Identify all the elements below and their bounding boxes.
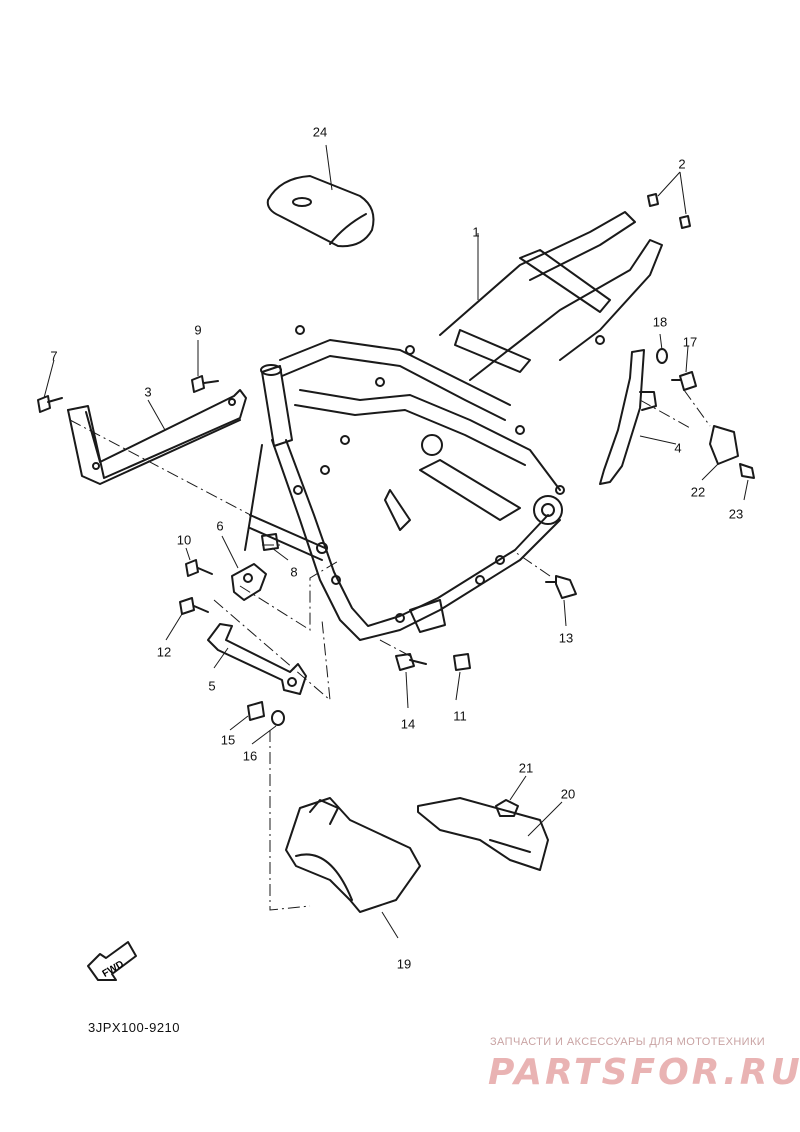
bolt-part-9 — [191, 375, 219, 393]
seat-pad-part-24 — [266, 175, 375, 248]
washer-part-16 — [271, 710, 285, 726]
label-2: 2 — [678, 156, 686, 172]
bolt-part-12 — [179, 597, 209, 615]
label-15: 15 — [220, 732, 236, 748]
watermark-logo: PARTSFOR.RU — [488, 1052, 800, 1093]
watermark-tagline: ЗАПЧАСТИ И АКСЕССУАРЫ ДЛЯ МОТОТЕХНИКИ — [490, 1036, 766, 1048]
label-5: 5 — [208, 678, 216, 694]
cover-part-19 — [285, 797, 421, 913]
plate-part-6 — [231, 563, 267, 601]
label-16: 16 — [242, 748, 258, 764]
label-10: 10 — [176, 532, 192, 548]
fwd-arrow-icon — [87, 941, 137, 981]
plate-part-20 — [417, 797, 549, 871]
bracket-part-22 — [709, 425, 739, 465]
label-19: 19 — [396, 956, 412, 972]
label-20: 20 — [560, 786, 576, 802]
label-7: 7 — [50, 348, 58, 364]
nut-part-11 — [453, 653, 471, 671]
label-23: 23 — [728, 506, 744, 522]
label-24: 24 — [312, 124, 328, 140]
main-frame-part-1 — [244, 211, 663, 641]
stay-part-4 — [599, 349, 657, 485]
damper-part-21 — [495, 799, 519, 817]
label-21: 21 — [518, 760, 534, 776]
bolt-part-13 — [545, 575, 577, 599]
label-6: 6 — [216, 518, 224, 534]
label-1: 1 — [472, 224, 480, 240]
label-4: 4 — [674, 440, 682, 456]
label-14: 14 — [400, 716, 416, 732]
label-8: 8 — [290, 564, 298, 580]
bolt-part-14 — [395, 653, 427, 671]
bolt-part-10 — [185, 559, 213, 577]
label-12: 12 — [156, 644, 172, 660]
washer-part-18 — [656, 348, 668, 364]
label-9: 9 — [194, 322, 202, 338]
bar-part-3 — [67, 389, 247, 485]
label-3: 3 — [144, 384, 152, 400]
label-13: 13 — [558, 630, 574, 646]
label-17: 17 — [682, 334, 698, 350]
leader-lines — [43, 144, 749, 939]
label-18: 18 — [652, 314, 668, 330]
cap-parts-2 — [647, 193, 691, 229]
bolt-part-7 — [37, 395, 63, 413]
label-11: 11 — [453, 708, 467, 724]
label-22: 22 — [690, 484, 706, 500]
bracket-part-5 — [207, 623, 307, 695]
nut-part-15 — [247, 701, 265, 721]
bolt-part-17 — [671, 371, 697, 391]
bolt-part-23 — [739, 463, 755, 479]
alignment-lines — [69, 389, 711, 911]
catalog-code: 3JPX100-9210 — [88, 1020, 181, 1035]
